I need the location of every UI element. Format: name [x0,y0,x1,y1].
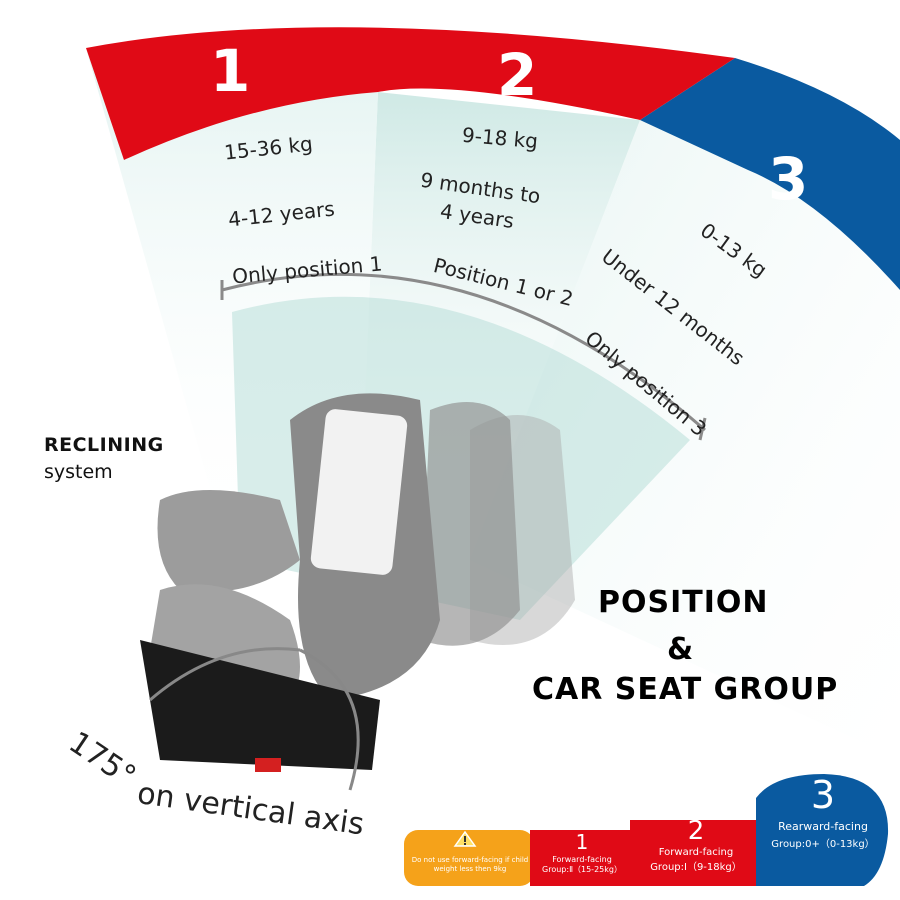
group-1-number: 1 [210,37,251,105]
reclining-subtitle: system [44,461,113,483]
legend-tab-3-label: Rearward-facing [778,820,868,833]
sector-3 [470,58,900,760]
heading-line1: POSITION [598,585,769,620]
legend-tab-3-bg [756,774,889,886]
legend-warning-bg [404,830,534,886]
legend-warning-text: Do not use forward-facing if child weigh… [411,856,529,874]
legend-tab-1-bg [530,830,630,886]
sector-3-band [640,58,900,290]
legend-tab-2-number: 2 [687,816,705,846]
sector-1-2-band [86,27,735,161]
legend-tab-1-group: Group:Ⅱ（15-25kg） [542,865,622,874]
legend-tab-2: 2 Forward-facing Group:Ⅰ（9-18kg） [634,818,758,873]
legend-tab-3: 3 Rearward-facing Group:0+（0-13kg） [758,776,888,850]
legend-tab-3-number: 3 [810,773,836,817]
legend-tab-2-label: Forward-facing [658,847,734,858]
group-3-number: 3 [768,145,809,213]
car-seat-image [140,393,575,791]
reclining-title: RECLINING [44,434,164,456]
legend-tab-1-label: Forward-facing [552,855,612,864]
legend-tab-1: 1 Forward-facing Group:Ⅱ（15-25kg） [534,832,630,875]
warning-icon [453,830,477,847]
group-2-number: 2 [497,41,538,109]
legend-tab-2-bg [630,820,760,886]
heading-line3: CAR SEAT GROUP [532,672,839,707]
legend-bar: Do not use forward-facing if child weigh… [404,774,890,886]
legend-tab-3-group: Group:0+（0-13kg） [771,839,875,850]
position-arc [221,272,706,432]
heading-line2: & [667,632,695,667]
legend-tab-2-group: Group:Ⅰ（9-18kg） [650,862,742,873]
legend-tab-1-number: 1 [575,830,589,854]
